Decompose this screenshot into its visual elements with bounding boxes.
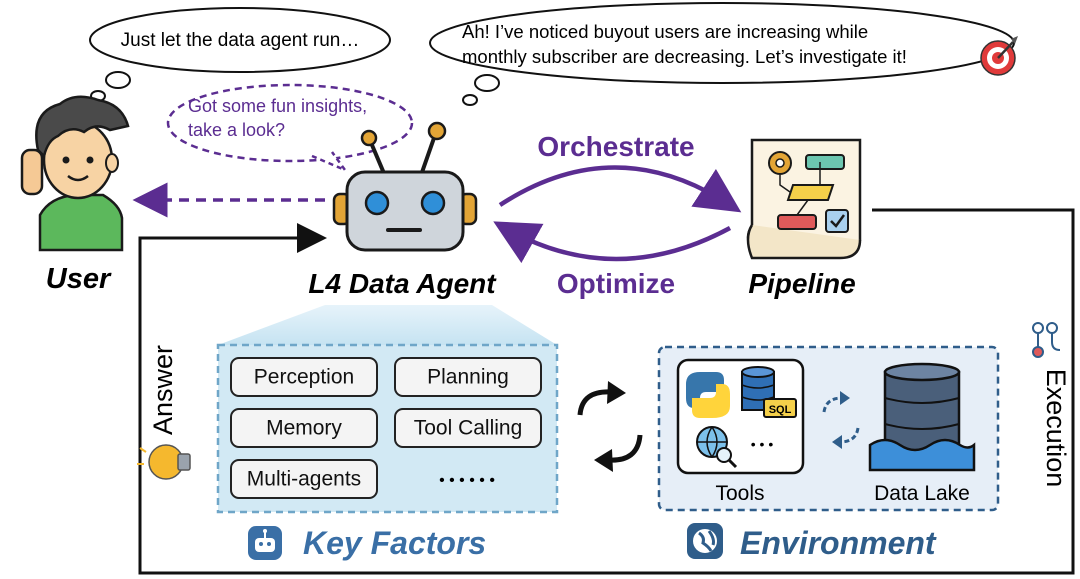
agent-message-bubble: Got some fun insights, take a look?: [166, 83, 414, 173]
orchestrate-arrow: [498, 165, 742, 213]
optimize-label: Optimize: [557, 268, 675, 299]
factor-planning-label: Planning: [427, 366, 509, 389]
user-label: User: [46, 263, 112, 295]
tools-label: Tools: [715, 482, 764, 505]
execution-label: Execution: [1041, 369, 1071, 488]
factor-planning: Planning: [394, 357, 542, 397]
agent-message-line1: Got some fun insights,: [188, 96, 367, 116]
factor-tool-calling: Tool Calling: [394, 408, 542, 448]
agent-thought-line1: Ah! I’ve noticed buyout users are increa…: [462, 21, 868, 42]
tools-ellipsis: • • •: [751, 436, 774, 452]
factor-perception: Perception: [230, 357, 378, 397]
pipeline-doc-icon: [746, 138, 862, 260]
environment-title: Environment: [740, 525, 937, 561]
agent-thought-line2: monthly subscriber are decreasing. Let’s…: [462, 46, 907, 67]
user-thought-bubble: Just let the data agent run…: [89, 7, 391, 102]
agent-beam: [218, 305, 557, 345]
agent-label: L4 Data Agent: [308, 268, 497, 299]
factor-perception-label: Perception: [254, 366, 354, 389]
cycle-icon: [577, 381, 643, 472]
target-icon: [980, 36, 1018, 76]
agent-thought-bubble: Ah! I’ve noticed buyout users are increa…: [429, 2, 1018, 106]
execution-loop-line: [138, 208, 1075, 575]
robot-icon: [332, 121, 478, 252]
agent-message-line2: take a look?: [188, 120, 285, 140]
sync-icon: [822, 391, 860, 449]
optimize-arrow: [493, 221, 732, 264]
key-factors-title: Key Factors: [303, 525, 486, 561]
robot-badge-icon: [248, 526, 282, 560]
factor-multi-agents-label: Multi-agents: [247, 468, 361, 491]
lightbulb-icon: [137, 444, 191, 480]
key-factors-panel: Perception Planning Memory Tool Calling …: [216, 343, 559, 514]
user-thought-text: Just let the data agent run…: [121, 30, 360, 51]
user-avatar-icon: [20, 95, 130, 252]
factor-multi-agents: Multi-agents: [230, 459, 378, 499]
factor-tool-calling-label: Tool Calling: [414, 417, 523, 440]
globe-search-icon: [696, 426, 738, 469]
factor-memory: Memory: [230, 408, 378, 448]
environment-panel: SQL • • • Tools Data Lake: [657, 345, 1000, 512]
data-lake-icon: [868, 362, 976, 472]
database-icon: SQL: [741, 366, 797, 418]
factors-ellipsis: • • • • • •: [439, 472, 495, 489]
orchestrate-label: Orchestrate: [537, 131, 694, 162]
execution-flow-icon: [1032, 322, 1061, 358]
python-icon: [686, 372, 730, 418]
data-lake-label: Data Lake: [874, 482, 970, 505]
factor-memory-label: Memory: [266, 417, 342, 440]
pipeline-label: Pipeline: [748, 268, 855, 299]
sql-tag: SQL: [769, 404, 792, 416]
answer-label: Answer: [148, 345, 178, 435]
globe-badge-icon: [687, 523, 723, 559]
